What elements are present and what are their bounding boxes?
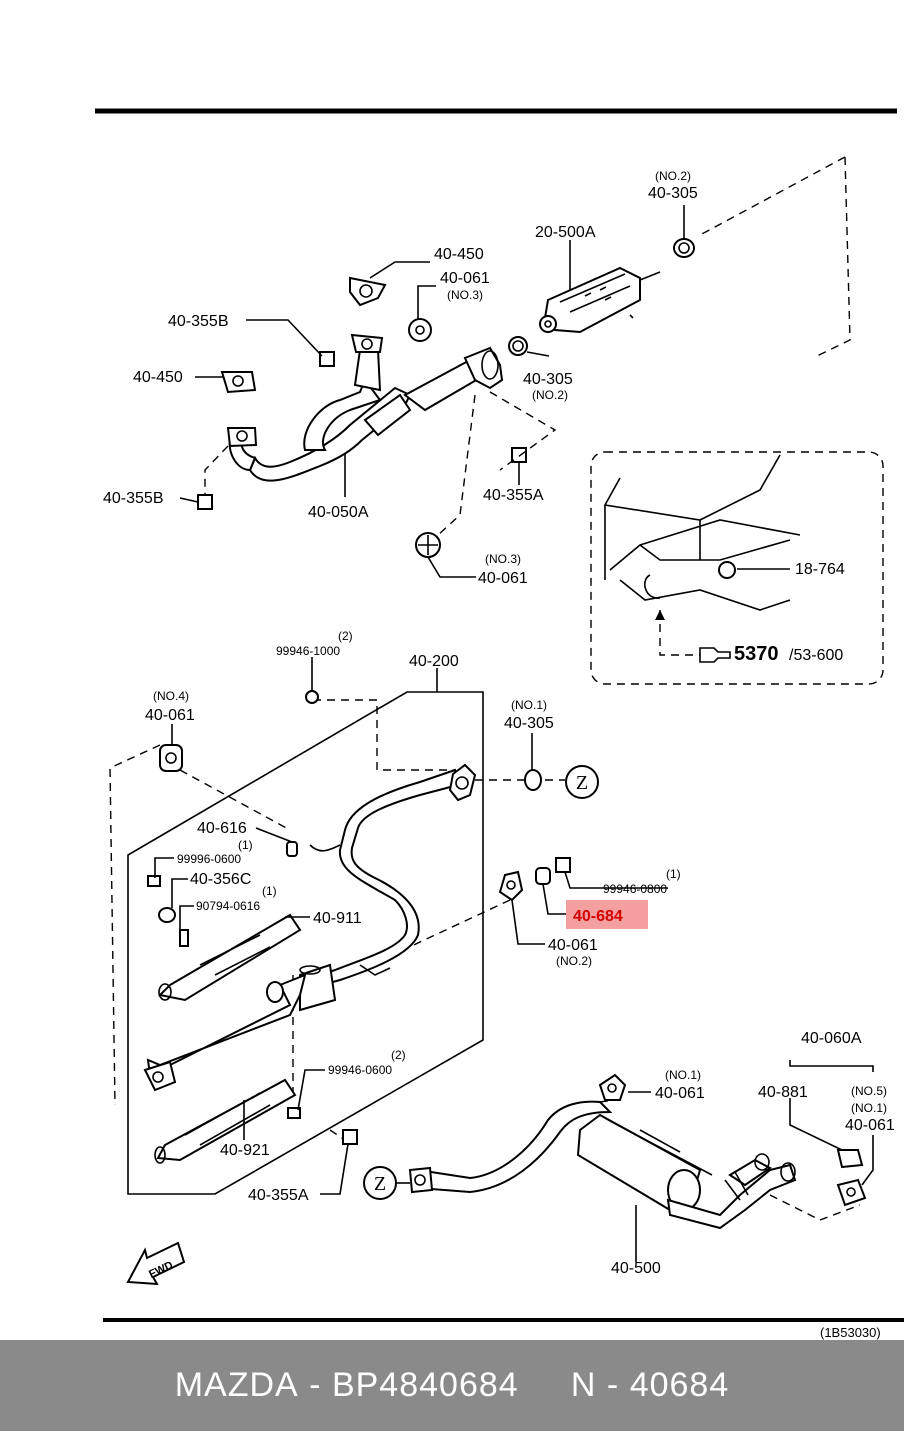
highlight-40-684 — [566, 900, 648, 929]
svg-text:Z: Z — [576, 772, 588, 794]
hanger-40-061-no2 — [498, 870, 524, 902]
chassis-detail — [603, 454, 801, 611]
footer-separator: - — [298, 1366, 332, 1404]
exhaust-system-diagram: 40-450 40-061 (NO.3) 40-355B 40-450 40-3… — [95, 108, 904, 1340]
svg-text:Z: Z — [374, 1173, 386, 1195]
label-99946-1000: 99946-1000 — [276, 644, 340, 658]
label-18-764: 18-764 — [795, 561, 845, 578]
label-40-684: 40-684 — [573, 908, 623, 925]
flange-40-450-top — [349, 276, 387, 307]
nut-40-355a-low — [342, 1129, 358, 1145]
bushing-40-684 — [535, 867, 551, 885]
nut-40-355b-top — [319, 351, 335, 367]
label-40-355b-left: 40-355B — [103, 490, 164, 507]
nut-99946-0800 — [555, 857, 571, 873]
label-40-911: 40-911 — [313, 910, 362, 927]
label-40-450-left: 40-450 — [133, 369, 183, 386]
label-99946-0600: 99946-0600 — [328, 1063, 392, 1077]
forward-arrow-icon: FWD — [126, 1241, 186, 1286]
footer-code: N - 40684 — [570, 1366, 730, 1404]
flange-40-450-left — [220, 371, 257, 394]
catalytic-converter — [539, 266, 661, 334]
see-reference-hand-icon — [699, 647, 731, 663]
label-no5: (NO.5) — [851, 1084, 887, 1098]
label-20-500a: 20-500A — [535, 224, 596, 241]
connector-z-top — [565, 765, 599, 799]
main-silencer-40-500 — [417, 1100, 797, 1230]
label-90794-0616: 90794-0616 — [196, 899, 260, 913]
bushing-18-764 — [718, 561, 736, 579]
label-40-500: 40-500 — [611, 1260, 661, 1277]
label-40-050a: 40-050A — [308, 504, 369, 521]
label-40-355a-top: 40-355A — [483, 487, 544, 504]
label-no3-top: (NO.3) — [447, 288, 483, 302]
assembly-box-40-200 — [127, 691, 484, 1195]
label-40-061-no1: 40-061 — [655, 1085, 705, 1102]
label-40-921: 40-921 — [220, 1142, 270, 1159]
center-pipe — [143, 763, 477, 1092]
detail-inset — [590, 451, 884, 685]
nut-99996-0600 — [147, 875, 161, 887]
hanger-40-061-no1 — [598, 1073, 627, 1101]
label-40-450-top: 40-450 — [434, 246, 484, 263]
diagram-reference: (1B53030) — [820, 1325, 881, 1340]
label-qty2-b: (2) — [391, 1048, 406, 1062]
label-no1-right: (NO.1) — [851, 1101, 887, 1115]
label-40-061-no4: 40-061 — [145, 707, 195, 724]
label-qty1-a: (1) — [238, 838, 253, 852]
nut-40-355a-top — [511, 447, 527, 463]
label-qty1-b: (1) — [262, 884, 277, 898]
ref-5370: 5370 — [734, 643, 779, 665]
hanger-40-061-no3-top — [408, 318, 432, 342]
label-40-616: 40-616 — [197, 820, 247, 837]
nut-40-355b-left — [197, 494, 213, 510]
heat-insulator-40-921 — [156, 1078, 297, 1162]
label-40-355a-low: 40-355A — [248, 1187, 309, 1204]
label-qty1-c: (1) — [666, 867, 681, 881]
gasket-ring-no2-top — [673, 238, 695, 258]
label-40-061-right: 40-061 — [845, 1117, 895, 1134]
label-no3-low: (NO.3) — [485, 552, 521, 566]
gasket-ring-no2-mid — [508, 336, 528, 356]
label-no2-mid: (NO.2) — [532, 388, 568, 402]
footer-gap — [519, 1366, 571, 1405]
bolt-99946-0600 — [287, 1107, 301, 1119]
label-no4: (NO.4) — [153, 689, 189, 703]
label-40-060a: 40-060A — [801, 1030, 862, 1047]
label-40-061-no2: 40-061 — [548, 937, 598, 954]
label-40-881: 40-881 — [758, 1084, 808, 1101]
label-no2-low: (NO.2) — [556, 954, 592, 968]
ref-53-600: /53-600 — [789, 647, 843, 664]
front-pipe — [228, 346, 504, 482]
label-no1-061: (NO.1) — [665, 1068, 701, 1082]
footer-brand: MAZDA — [174, 1366, 299, 1404]
part-number-footer: MAZDA - BP4840684 N - 40684 — [0, 1340, 904, 1431]
hanger-40-061-no4 — [159, 744, 183, 772]
sensor-40-616 — [286, 841, 298, 857]
footer-part-number: BP4840684 — [331, 1366, 519, 1404]
label-40-200: 40-200 — [409, 653, 459, 670]
label-40-305-no1: 40-305 — [504, 715, 554, 732]
label-40-356c: 40-356C — [190, 871, 251, 888]
bolt-90794-0616 — [179, 929, 189, 947]
label-99996-0600: 99996-0600 — [177, 852, 241, 866]
label-40-305-top: 40-305 — [648, 185, 698, 202]
hanger-40-061-no5 — [836, 1178, 867, 1207]
label-no1-305: (NO.1) — [511, 698, 547, 712]
label-40-305-mid: 40-305 — [523, 371, 573, 388]
label-99946-0800: 99946-0800 — [603, 882, 667, 896]
label-40-061-low: 40-061 — [478, 570, 528, 587]
label-no2-top: (NO.2) — [655, 169, 691, 183]
clamp-40-356c — [158, 907, 176, 923]
label-40-355b-top: 40-355B — [168, 313, 229, 330]
heat-insulator-40-911 — [157, 913, 302, 1002]
bolt-99946-1000 — [305, 690, 319, 704]
gasket-40-305-no1 — [524, 769, 542, 791]
label-qty2-a: (2) — [338, 629, 353, 643]
bracket-40-881 — [836, 1149, 864, 1169]
label-40-061-top: 40-061 — [440, 270, 490, 287]
